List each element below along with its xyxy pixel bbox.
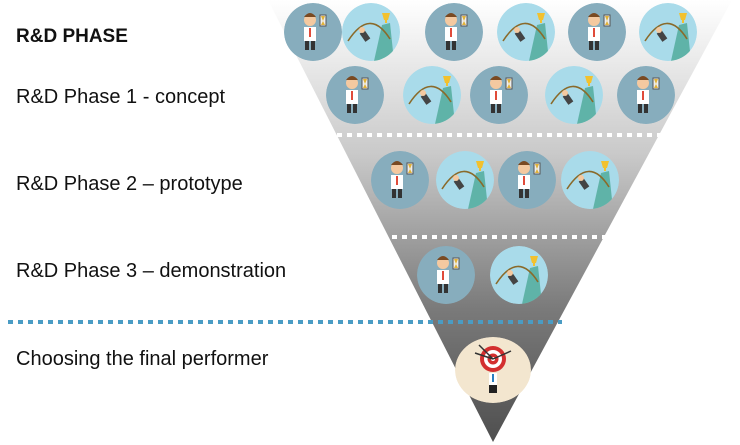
pole-vault-trophy-icon (403, 66, 461, 124)
phase-3-label: R&D Phase 3 – demonstration (16, 260, 287, 282)
businessman-hourglass-icon (498, 151, 556, 209)
pole-vault-trophy-icon (342, 3, 400, 61)
businessman-hourglass-icon (371, 151, 429, 209)
businessman-hourglass-icon (617, 66, 675, 124)
funnel-shape (268, 0, 732, 442)
businessman-hourglass-icon (568, 3, 626, 61)
final-label: Choosing the final performer (16, 348, 269, 370)
pole-vault-trophy-icon (561, 151, 619, 209)
pole-vault-trophy-icon (436, 151, 494, 209)
businessman-hourglass-icon (326, 66, 384, 124)
businessman-hourglass-icon (284, 3, 342, 61)
pole-vault-trophy-icon (639, 3, 697, 61)
phase-1-label: R&D Phase 1 - concept (16, 86, 225, 108)
heading: R&D PHASE (16, 26, 128, 47)
businessman-hourglass-icon (425, 3, 483, 61)
pole-vault-trophy-icon (545, 66, 603, 124)
pole-vault-trophy-icon (490, 246, 548, 304)
businessman-hourglass-icon (470, 66, 528, 124)
pole-vault-trophy-icon (497, 3, 555, 61)
businessman-hourglass-icon (417, 246, 475, 304)
target-arrows-icon (455, 337, 531, 403)
phase-2-label: R&D Phase 2 – prototype (16, 173, 243, 195)
